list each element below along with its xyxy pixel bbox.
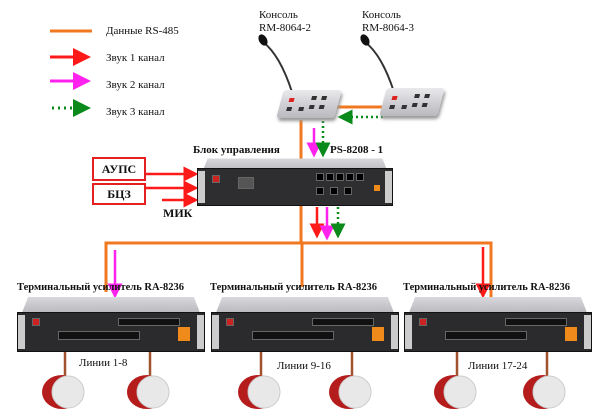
amp-1-device	[17, 296, 205, 352]
speaker-icon	[238, 375, 281, 409]
amp-2-device	[211, 296, 399, 352]
control-unit-device	[197, 158, 393, 206]
speaker-icon	[523, 375, 566, 409]
console-2-mic-head	[360, 34, 370, 46]
console-2-model: RM-8064-3	[362, 22, 414, 34]
aups-input-box: АУПС	[92, 157, 146, 181]
amp-1-lines: Линии 1-8	[79, 357, 128, 369]
amp-3-label: Терминальный усилитель RA-8236	[403, 282, 571, 293]
rs485-bus	[104, 105, 493, 298]
bcz-input-box: БЦЗ	[92, 183, 146, 205]
legend-label-ch2: Звук 2 канал	[106, 79, 165, 91]
console-1-title: Консоль	[259, 9, 298, 21]
amp-3-lines: Линии 17-24	[468, 360, 528, 372]
amp-3-device	[404, 296, 592, 352]
console-1-model: RM-8064-2	[259, 22, 311, 34]
legend-label-ch1: Звук 1 канал	[106, 52, 165, 64]
speaker-icon	[434, 375, 477, 409]
legend-label-ch3: Звук 3 канал	[106, 106, 165, 118]
amp-1-label: Терминальный усилитель RA-8236	[17, 282, 185, 293]
speaker-icon	[42, 375, 85, 409]
speaker-icon	[329, 375, 372, 409]
amp-2-label: Терминальный усилитель RA-8236	[210, 282, 378, 293]
console-1-mic-head	[258, 34, 268, 46]
speaker-icon	[127, 375, 170, 409]
amp-2-lines: Линии 9-16	[277, 360, 331, 372]
mic-input-label: МИК	[163, 206, 193, 220]
control-unit-label: Блок управления	[193, 144, 280, 156]
legend-label-rs485: Данные RS-485	[106, 25, 179, 37]
control-unit-model: PS-8208 - 1	[330, 144, 384, 156]
console-2-title: Консоль	[362, 9, 401, 21]
